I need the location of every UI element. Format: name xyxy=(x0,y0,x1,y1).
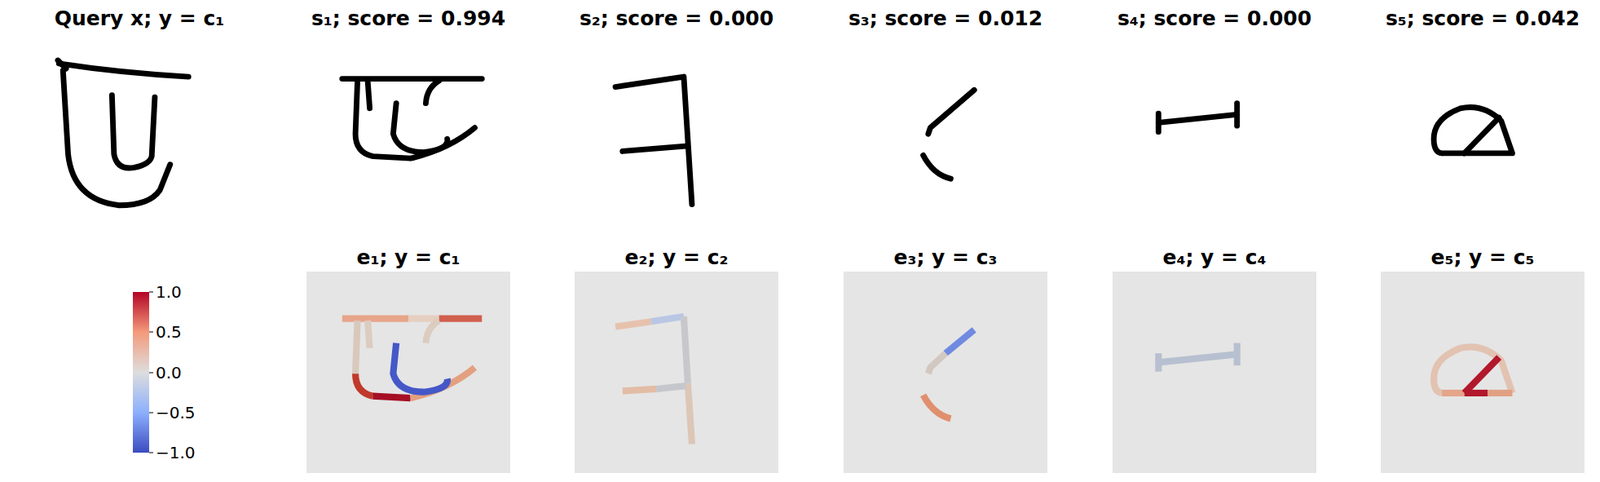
heatmap-panel xyxy=(1380,271,1585,473)
panel-title: Query x; y = c₁ xyxy=(54,6,225,31)
heatmap-panel xyxy=(306,271,511,473)
support-glyph xyxy=(923,89,975,179)
tick-label: 0.0 xyxy=(155,362,182,383)
heatmap-glyph xyxy=(615,316,693,444)
panel-title: s₃; score = 0.012 xyxy=(848,6,1043,31)
panel-title: e₄; y = c₄ xyxy=(1162,245,1266,269)
support-glyph xyxy=(1158,103,1237,133)
tick-label: 0.5 xyxy=(155,321,182,342)
panel-title: s₂; score = 0.000 xyxy=(579,6,774,31)
panel-title: s₁; score = 0.994 xyxy=(311,6,506,31)
colorbar-ticks xyxy=(149,291,154,453)
panel-title: e₁; y = c₁ xyxy=(356,245,460,269)
colorbar xyxy=(132,291,150,453)
panel-title: e₅; y = c₅ xyxy=(1430,245,1534,269)
support-glyph xyxy=(615,76,693,204)
heatmap-glyph xyxy=(1158,343,1237,372)
heatmap-glyph xyxy=(923,329,975,419)
heatmap-panel xyxy=(1112,271,1317,473)
support-glyph xyxy=(342,79,482,159)
query-glyph xyxy=(57,60,189,206)
panel-title: e₃; y = c₃ xyxy=(893,245,997,269)
support-glyph xyxy=(1433,106,1512,153)
tick-label: 1.0 xyxy=(155,282,182,302)
panel-title: s₄; score = 0.000 xyxy=(1117,6,1312,31)
tick-label: −0.5 xyxy=(155,402,196,423)
heatmap-glyph xyxy=(1433,346,1512,393)
panel-title: s₅; score = 0.042 xyxy=(1385,6,1580,31)
heatmap-panel xyxy=(843,271,1048,473)
tick-label: −1.0 xyxy=(155,442,196,463)
panel-title: e₂; y = c₂ xyxy=(624,245,728,269)
heatmap-glyph xyxy=(342,318,482,399)
heatmap-panel xyxy=(574,271,779,473)
